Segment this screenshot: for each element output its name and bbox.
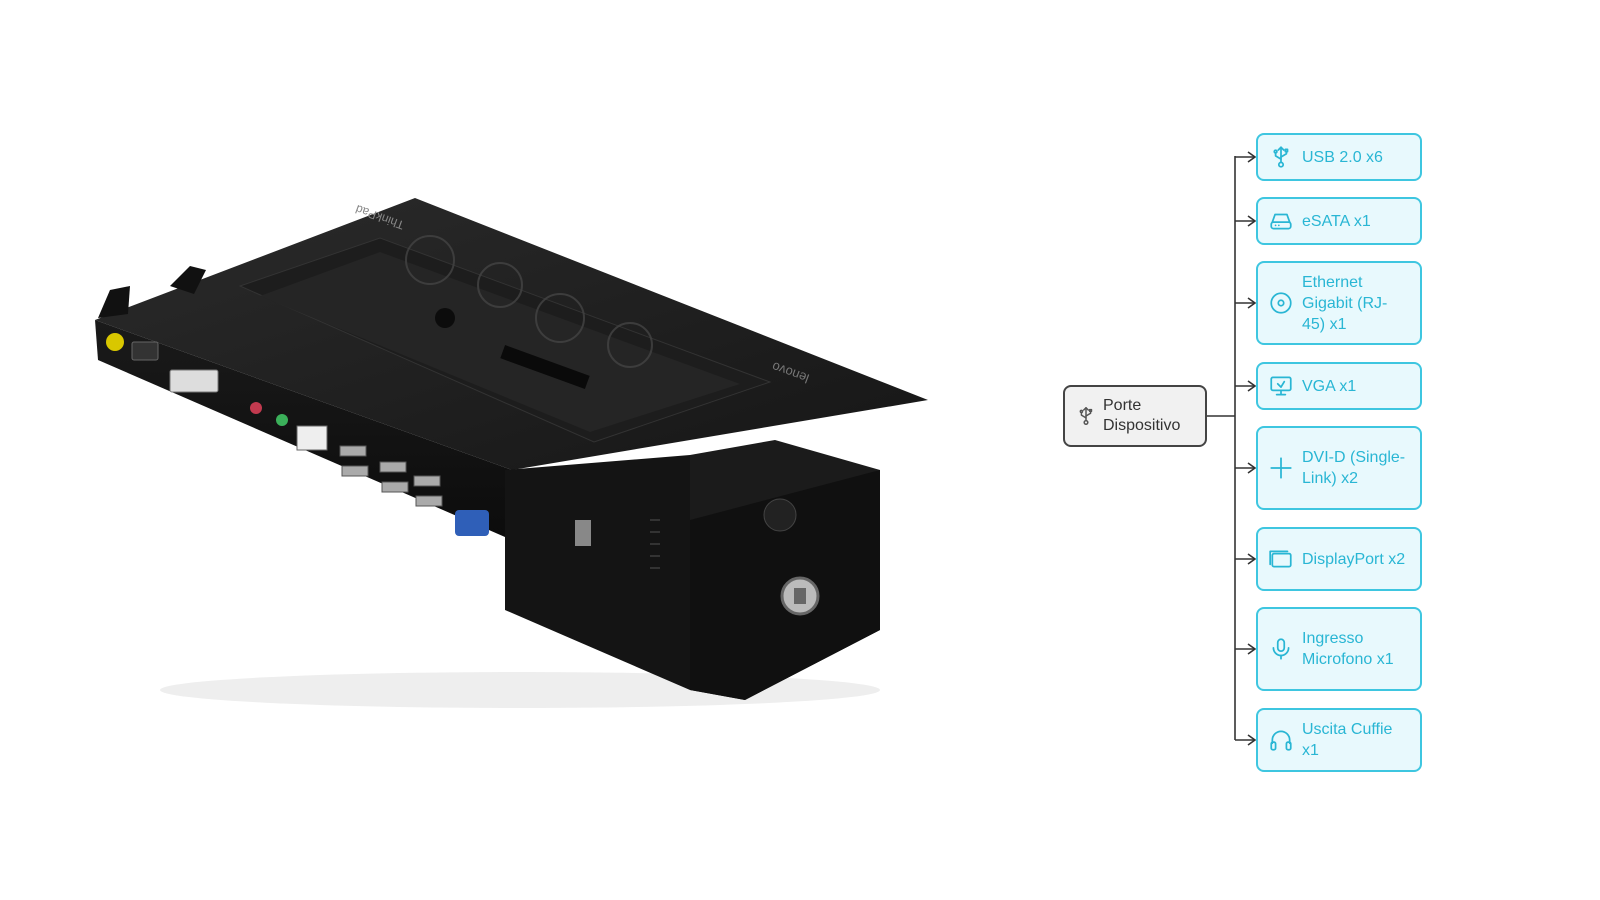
docking-station-image: ThinkPad lenovo: [95, 198, 928, 708]
port-label: DisplayPort x2: [1302, 550, 1406, 568]
port-node-microphone: Ingresso Microfono x1: [1256, 607, 1422, 691]
monitor-icon: [1270, 376, 1292, 396]
hard-drive-icon: [1270, 213, 1292, 230]
usb-icon: [1079, 407, 1093, 425]
arrow-head: [1247, 643, 1257, 655]
disc-icon: [1270, 292, 1292, 314]
port-node-displayport: DisplayPort x2: [1256, 527, 1422, 591]
port-label: VGA x1: [1302, 377, 1357, 395]
power-port: [106, 333, 124, 351]
port-label: Uscita Cuffie x1: [1302, 721, 1393, 759]
port-node-headphones: Uscita Cuffie x1: [1256, 708, 1422, 772]
lock-block: [505, 455, 690, 690]
arrow-head: [1247, 734, 1257, 746]
microphone-icon: [1272, 638, 1290, 660]
arrow-head: [1247, 215, 1257, 227]
port-node-vga: VGA x1: [1256, 362, 1422, 410]
port-node-ethernet: Ethernet Gigabit (RJ-45) x1: [1256, 261, 1422, 345]
root-label-line-1: Porte: [1103, 397, 1142, 414]
root-label: Porte Dispositivo: [1103, 396, 1180, 436]
arrow-head: [1247, 380, 1257, 392]
port-label: Ingresso Microfono x1: [1302, 630, 1394, 668]
arrow-head: [1247, 151, 1257, 163]
port-label: USB 2.0 x6: [1302, 148, 1383, 166]
root-label-line-2: Dispositivo: [1103, 417, 1181, 434]
port-label: Ethernet Gigabit (RJ-45) x1: [1302, 273, 1388, 333]
display-icon: [1269, 550, 1292, 568]
port-node-esata: eSATA x1: [1256, 197, 1422, 245]
port-node-usb: USB 2.0 x6: [1256, 133, 1422, 181]
vga-port: [455, 510, 489, 536]
arrow-head: [1247, 462, 1257, 474]
usb-icon: [1273, 146, 1289, 168]
port-label: DVI-D (Single-Link) x2: [1302, 449, 1406, 487]
arrow-head: [1247, 297, 1257, 309]
port-node-dvi: DVI-D (Single-Link) x2: [1256, 426, 1422, 510]
arrow-head: [1247, 553, 1257, 565]
plus-icon: [1270, 457, 1292, 479]
port-label: eSATA x1: [1302, 212, 1371, 230]
root-node-device-ports: Porte Dispositivo: [1063, 385, 1207, 447]
headphones-icon: [1270, 730, 1292, 751]
